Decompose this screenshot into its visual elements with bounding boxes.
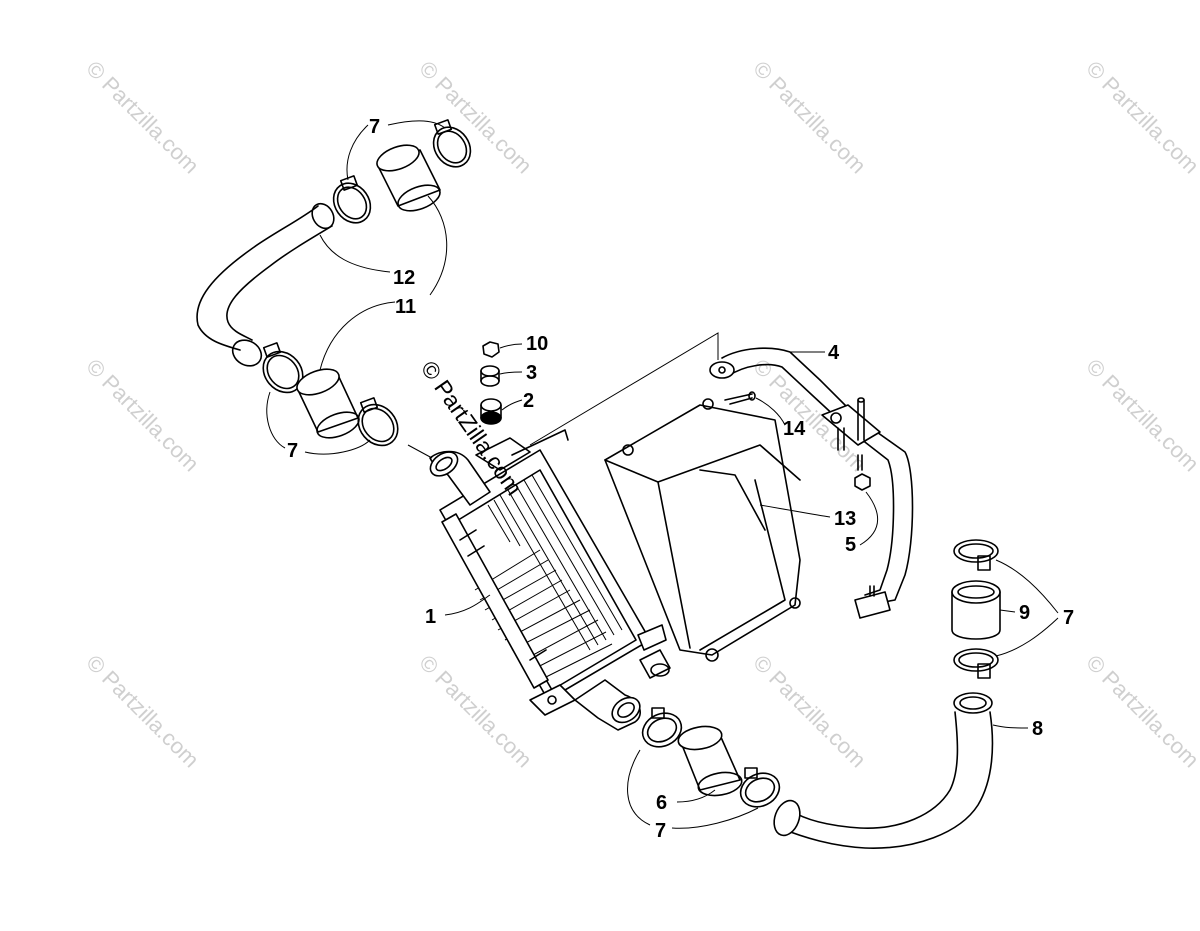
callout-label-12[interactable]: 12	[393, 267, 415, 289]
callout-label-14[interactable]: 14	[783, 418, 806, 440]
watermark-layer: © Partzilla.com © Partzilla.com © Partzi…	[81, 56, 1200, 773]
callout-labels: 7 12 11 10 3 2 7 1 4 14 13 5 9 7 8 6 7	[287, 116, 1074, 842]
leader-line	[407, 444, 433, 459]
callout-label-9[interactable]: 9	[1019, 602, 1030, 624]
watermark-text: © Partzilla.com	[81, 650, 204, 773]
watermark-text: © Partzilla.com	[414, 56, 537, 179]
callout-label-5[interactable]: 5	[845, 534, 856, 556]
callout-label-7[interactable]: 7	[369, 116, 380, 138]
hose-coupler-part-11[interactable]	[374, 140, 444, 216]
callout-label-11[interactable]: 11	[395, 296, 416, 318]
hose-clamp-part-7[interactable]	[735, 767, 785, 813]
watermark-text: © Partzilla.com	[1081, 650, 1200, 773]
leader-lines	[266, 120, 1059, 829]
hose-clamp-part-7[interactable]	[350, 397, 406, 454]
intercooler-fins	[474, 474, 623, 683]
watermark-text: © Partzilla.com	[81, 56, 204, 179]
watermark-text: © Partzilla.com	[81, 354, 204, 477]
hose-clamp-part-7[interactable]	[953, 539, 999, 571]
hose-clamp-part-7[interactable]	[953, 648, 999, 679]
callout-label-1[interactable]: 1	[425, 606, 436, 628]
washer-part-3[interactable]	[480, 365, 500, 387]
callout-label-7[interactable]: 7	[287, 440, 298, 462]
callout-label-2[interactable]: 2	[523, 390, 534, 412]
callout-label-10[interactable]: 10	[526, 333, 548, 355]
hose-clamp-part-7[interactable]	[637, 707, 687, 753]
nut-part-10[interactable]	[482, 341, 500, 358]
grommet-part-2[interactable]	[480, 398, 502, 425]
callout-label-13[interactable]: 13	[834, 508, 856, 530]
callout-label-3[interactable]: 3	[526, 362, 537, 384]
callout-label-7[interactable]: 7	[1063, 607, 1074, 629]
callout-label-6[interactable]: 6	[656, 792, 667, 814]
upper-hose-part-12[interactable]	[196, 200, 338, 371]
watermark-text: © Partzilla.com	[1081, 354, 1200, 477]
watermark-text: © Partzilla.com	[414, 650, 537, 773]
callout-label-7[interactable]: 7	[655, 820, 666, 842]
leader-line	[529, 332, 719, 446]
hose-coupler-part-6[interactable]	[676, 723, 743, 798]
callout-label-4[interactable]: 4	[828, 342, 840, 364]
nut-part-5[interactable]	[854, 454, 871, 491]
intercooler-part-1[interactable]	[426, 429, 671, 731]
bolt-part-14[interactable]	[724, 391, 756, 405]
hose-clamp-part-7[interactable]	[426, 119, 478, 174]
callout-label-8[interactable]: 8	[1032, 718, 1043, 740]
mounting-bracket-part-4[interactable]	[709, 347, 914, 619]
watermark-text: © Partzilla.com	[748, 56, 871, 179]
hose-coupler-part-9[interactable]	[951, 580, 1001, 640]
air-shroud-part-13[interactable]	[604, 398, 801, 662]
watermark-text: © Partzilla.com	[1081, 56, 1200, 179]
watermark-text: © Partzilla.com	[748, 650, 871, 773]
hose-coupler-part-11[interactable]	[294, 364, 363, 443]
lower-hose-part-8[interactable]	[770, 692, 994, 849]
